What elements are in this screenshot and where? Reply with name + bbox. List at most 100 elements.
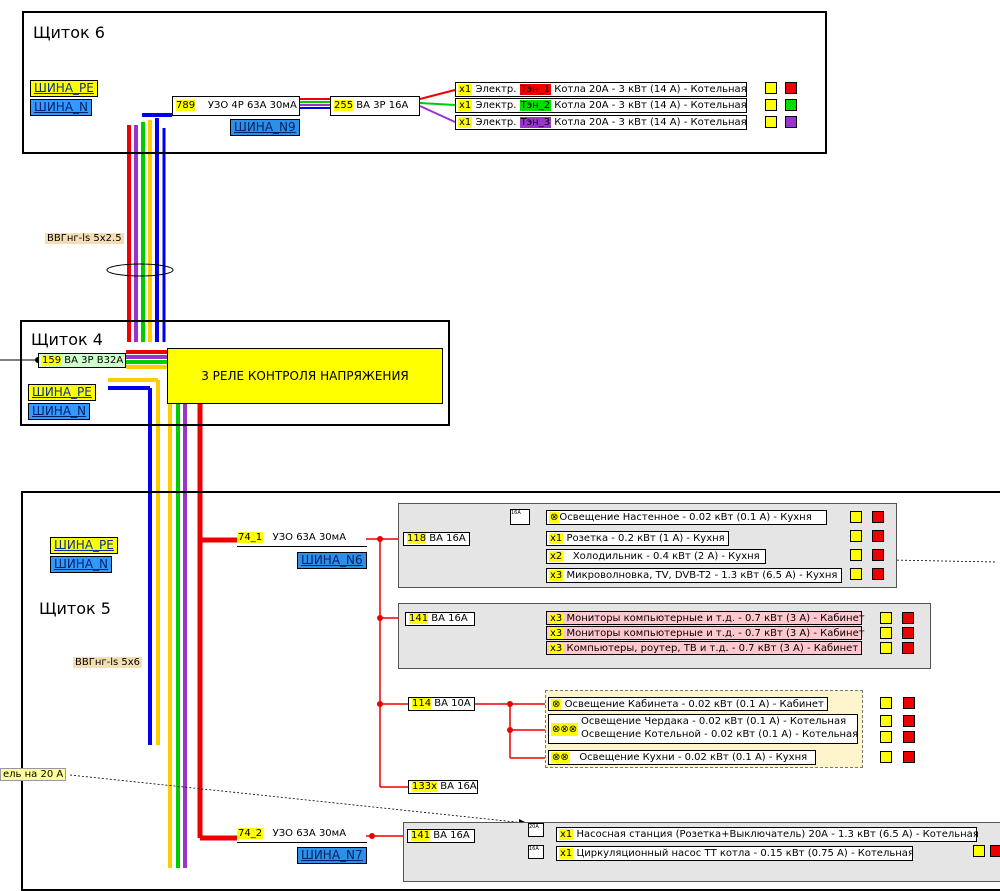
bus-n9: ШИНА_N9	[230, 119, 300, 136]
load-qty: x1	[559, 829, 574, 840]
load-qty: x3	[549, 570, 564, 581]
breaker-number: 141	[409, 613, 429, 624]
load-qty: x1	[559, 848, 574, 859]
breaker-number: 159	[42, 355, 62, 366]
ten-label: Тэн_3	[519, 117, 552, 128]
bus-pe: ШИНА_PE	[28, 384, 96, 401]
load-description: Котла 20А - 3 кВт (14 A) - Котельная	[554, 100, 747, 111]
lamp-icon: ⊗	[551, 699, 562, 710]
load-pump-station[interactable]: x1 Насосная станция (Розетка+Выключатель…	[556, 827, 979, 842]
status-square	[872, 511, 884, 523]
load-kitchen-light[interactable]: ⊗⊗ Освещение Кухни - 0.02 кВт (0.1 A) - …	[548, 750, 816, 765]
load-socket-kitchen[interactable]: x1 Розетка - 0.2 кВт (1 A) - Кухня	[546, 531, 729, 546]
lamp-icon: ⊗	[549, 512, 560, 523]
breaker-label: ВА 3P B32A	[64, 355, 124, 366]
breaker-label: ВА 16A	[433, 830, 470, 841]
status-square	[850, 549, 862, 561]
breaker-number: 255	[334, 100, 354, 111]
load-qty: x1	[458, 84, 473, 95]
switch-icon[interactable]: 20A	[528, 823, 544, 837]
load-ten-2[interactable]: x1 Электр. Тэн_2 Котла 20А - 3 кВт (14 A…	[455, 98, 747, 113]
status-square	[880, 627, 892, 639]
breaker-159[interactable]: 159 ВА 3P B32A	[38, 353, 126, 368]
load-office-light[interactable]: ⊗ Освещение Кабинета - 0.02 кВт (0.1 A) …	[548, 697, 828, 711]
switch-rating: 20A	[529, 824, 539, 830]
status-square	[872, 530, 884, 542]
load-qty: x1	[549, 533, 564, 544]
panel-title: Щиток 6	[33, 23, 105, 42]
load-description-line-2: Освещение Котельной - 0.02 кВт (0.1 A) -…	[581, 729, 859, 740]
switch-icon[interactable]: 16A	[528, 845, 544, 859]
status-square	[902, 627, 914, 639]
status-square	[973, 845, 985, 857]
status-square	[850, 530, 862, 542]
rcd-74-2[interactable]: 74_2 УЗО 63A 30мА	[237, 828, 367, 843]
switch-rating: 16A	[529, 846, 539, 852]
load-description: Мониторы компьютерные и т.д. - 0.7 кВт (…	[566, 613, 865, 624]
load-computers[interactable]: x3 Компьютеры, роутер, ТВ и т.д. - 0.7 к…	[546, 641, 862, 655]
breaker-114[interactable]: 114 ВА 10A	[408, 697, 475, 711]
rcd-number: 74_1	[237, 532, 264, 543]
status-square	[785, 99, 797, 111]
status-square	[765, 82, 777, 94]
load-fridge-kitchen[interactable]: x2 Холодильник - 0.4 кВт (2 A) - Кухня	[546, 549, 766, 564]
bus-n: ШИНА_N	[50, 556, 113, 573]
load-monitors-1[interactable]: x3 Мониторы компьютерные и т.д. - 0.7 кВ…	[546, 611, 865, 625]
cable-label: ВВГнг-ls 5x6	[73, 657, 143, 668]
breaker-label: ВА 3P 16A	[356, 100, 409, 111]
load-description: Микроволновка, TV, DVB-T2 - 1.3 кВт (6.5…	[566, 570, 838, 581]
breaker-255[interactable]: 255 ВА 3P 16A	[330, 96, 420, 116]
status-square	[903, 715, 915, 727]
load-qty: x2	[549, 551, 564, 562]
lamp-icon: ⊗⊗⊗	[551, 723, 579, 736]
wiring-diagram	[0, 89, 996, 868]
switch-icon[interactable]: 16A	[510, 509, 530, 525]
load-circulation-pump[interactable]: x1 Циркуляционный насос ТТ котла - 0.15 …	[556, 846, 914, 861]
rcd-74-1[interactable]: 74_1 УЗО 63A 30мА	[237, 532, 367, 547]
status-square	[765, 116, 777, 128]
voltage-relay-block: 3 РЕЛЕ КОНТРОЛЯ НАПРЯЖЕНИЯ	[167, 348, 443, 404]
bus-n6: ШИНА_N6	[297, 552, 367, 569]
rcd-label: УЗО 4P 63A 30мА	[207, 100, 297, 111]
status-square	[785, 116, 797, 128]
status-square	[902, 642, 914, 654]
load-description: Холодильник - 0.4 кВт (2 A) - Кухня	[572, 551, 760, 562]
load-description: Котла 20А - 3 кВт (14 A) - Котельная	[554, 84, 747, 95]
panel-shchitok-6: Щиток 6	[22, 11, 827, 154]
load-description-line-1: Освещение Чердака - 0.02 кВт (0.1 A) - К…	[581, 716, 847, 727]
status-square	[872, 568, 884, 580]
load-prefix: Электр.	[475, 84, 517, 95]
status-square	[872, 549, 884, 561]
switch-rating: 16A	[511, 510, 521, 516]
status-square	[990, 845, 1000, 857]
load-wall-light-kitchen[interactable]: ⊗Освещение Настенное - 0.02 кВт (0.1 A) …	[546, 510, 827, 525]
status-square	[785, 82, 797, 94]
breaker-number: 133x	[412, 781, 438, 792]
rcd-number: 74_2	[237, 828, 264, 839]
status-square	[902, 612, 914, 624]
load-ten-1[interactable]: x1 Электр. Тэн_1 Котла 20А - 3 кВт (14 A…	[455, 82, 747, 97]
bus-pe: ШИНА_PE	[50, 537, 118, 554]
ten-label: Тэн_2	[519, 100, 552, 111]
breaker-141b[interactable]: 141 ВА 16A	[407, 829, 475, 843]
status-square	[880, 642, 892, 654]
load-microwave-kitchen[interactable]: x3 Микроволновка, TV, DVB-T2 - 1.3 кВт (…	[546, 568, 842, 583]
load-description: Освещение Кабинета - 0.02 кВт (0.1 A) - …	[564, 699, 824, 710]
breaker-133x[interactable]: 133x ВА 16A	[408, 780, 478, 794]
load-attic-boiler-light[interactable]: ⊗⊗⊗ Освещение Чердака - 0.02 кВт (0.1 A)…	[548, 714, 858, 744]
breaker-number: 141	[411, 830, 431, 841]
breaker-141[interactable]: 141 ВА 16A	[405, 612, 475, 626]
load-qty: x3	[549, 643, 564, 654]
rcd-789[interactable]: 789 УЗО 4P 63A 30мА	[172, 96, 300, 116]
load-description: Освещение Кухни - 0.02 кВт (0.1 A) - Кух…	[579, 752, 808, 763]
breaker-118[interactable]: 118 ВА 16A	[403, 532, 470, 546]
bus-n7: ШИНА_N7	[297, 847, 367, 864]
status-square	[880, 751, 892, 763]
load-qty: x1	[458, 100, 473, 111]
load-ten-3[interactable]: x1 Электр. Тэн_3 Котла 20А - 3 кВт (14 A…	[455, 115, 747, 130]
lamp-icon: ⊗⊗	[551, 752, 570, 763]
status-square	[880, 715, 892, 727]
bus-n: ШИНА_N	[28, 403, 91, 420]
load-monitors-2[interactable]: x3 Мониторы компьютерные и т.д. - 0.7 кВ…	[546, 626, 865, 640]
rcd-label: УЗО 63A 30мА	[272, 828, 347, 839]
